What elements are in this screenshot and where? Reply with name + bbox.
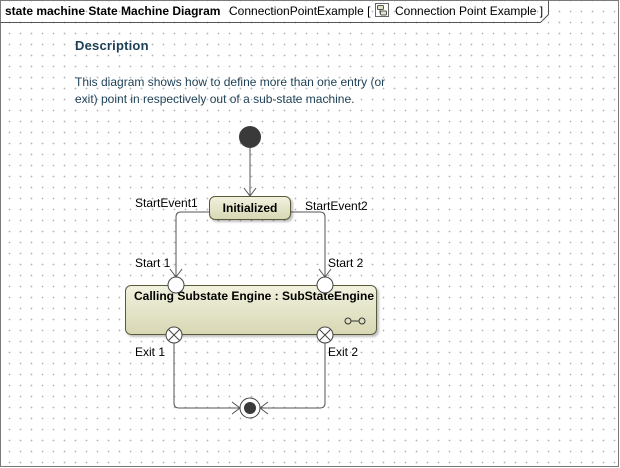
initial-node-icon[interactable] [239, 126, 261, 148]
edge-exit2-to-final[interactable] [260, 343, 326, 409]
description-title: Description [75, 38, 149, 53]
exit-label-exit-1: Exit 1 [135, 345, 166, 359]
edge-startevent2[interactable] [291, 211, 326, 277]
exit-label-exit-2: Exit 2 [328, 345, 359, 359]
transition-label-startevent2: StartEvent2 [305, 199, 368, 213]
entry-label-start-1: Start 1 [135, 256, 171, 270]
state-calling-substate-engine[interactable]: Calling Substate Engine : SubStateEngine [125, 285, 377, 335]
entry-point-start-1[interactable] [167, 276, 185, 294]
state-initialized-label: Initialized [222, 201, 278, 215]
diagram-context-name[interactable]: Connection Point Example ] [395, 4, 544, 18]
state-machine-icon [375, 3, 389, 17]
entry-label-start-2: Start 2 [328, 256, 364, 270]
diagram-kind-label: state machine State Machine Diagram [5, 4, 221, 18]
edge-exit1-to-final[interactable] [173, 343, 240, 409]
submachine-indicator-icon [344, 317, 366, 325]
state-calling-label: Calling Substate Engine : SubStateEngine [134, 289, 375, 303]
transition-label-startevent1: StartEvent1 [135, 196, 198, 210]
entry-point-start-2[interactable] [316, 276, 334, 294]
frame-header: state machine State Machine Diagram Conn… [0, 0, 548, 22]
exit-point-exit-2[interactable] [316, 326, 334, 344]
diagram-context-label: ConnectionPointExample [ [229, 4, 371, 18]
state-initialized[interactable]: Initialized [209, 196, 291, 220]
description-text: This diagram shows how to define more th… [75, 75, 386, 106]
exit-point-exit-1[interactable] [165, 326, 183, 344]
edge-startevent1[interactable] [175, 211, 209, 277]
final-state-icon[interactable] [239, 397, 261, 419]
